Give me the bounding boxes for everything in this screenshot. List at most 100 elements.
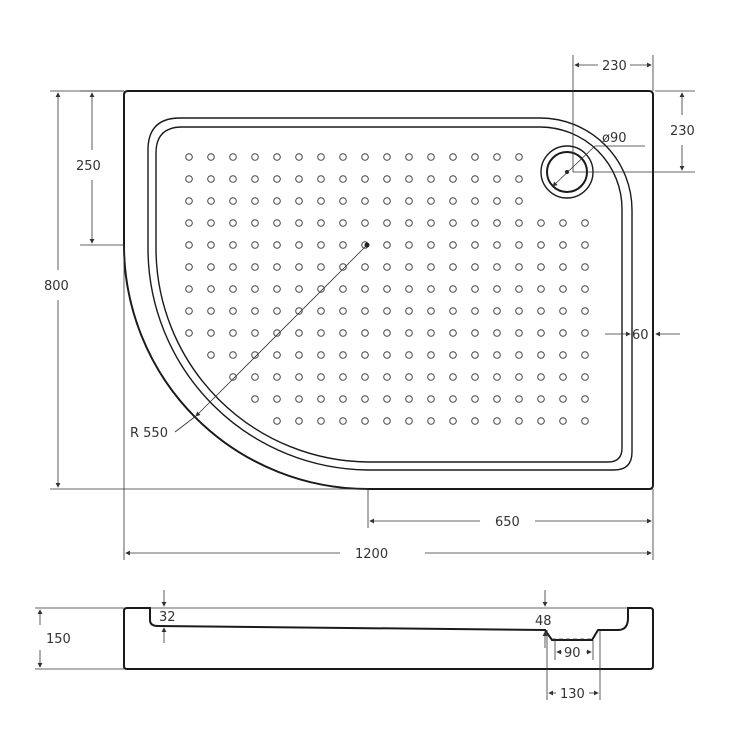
anti-slip-dot: [339, 153, 347, 161]
anti-slip-dot: [383, 329, 391, 337]
anti-slip-dot: [427, 351, 435, 359]
anti-slip-dot: [229, 263, 237, 271]
anti-slip-dot: [251, 241, 259, 249]
dim-floor-left: 32: [159, 610, 176, 625]
anti-slip-dot: [361, 417, 369, 425]
anti-slip-dot: [493, 175, 501, 183]
anti-slip-dot: [515, 197, 523, 205]
anti-slip-dot: [251, 153, 259, 161]
anti-slip-dot: [515, 417, 523, 425]
anti-slip-dot: [559, 395, 567, 403]
anti-slip-dot: [339, 329, 347, 337]
dim-floor-right: 48: [535, 614, 552, 629]
anti-slip-dot: [317, 417, 325, 425]
anti-slip-dot: [405, 175, 413, 183]
anti-slip-dot: [449, 417, 457, 425]
dim-drain-inner: 90: [564, 646, 581, 661]
anti-slip-dot: [427, 263, 435, 271]
anti-slip-dot: [559, 285, 567, 293]
anti-slip-dot: [537, 263, 545, 271]
anti-slip-dot: [383, 219, 391, 227]
anti-slip-dot: [471, 197, 479, 205]
anti-slip-dot: [537, 285, 545, 293]
anti-slip-dot: [427, 395, 435, 403]
anti-slip-dot: [273, 285, 281, 293]
anti-slip-dot: [317, 263, 325, 271]
anti-slip-dot: [405, 197, 413, 205]
anti-slip-dot: [273, 241, 281, 249]
anti-slip-dot: [427, 307, 435, 315]
anti-slip-dot: [405, 307, 413, 315]
dim-drain-outer: 130: [560, 687, 585, 702]
anti-slip-dot: [383, 175, 391, 183]
anti-slip-dot: [273, 351, 281, 359]
anti-slip-dot: [405, 351, 413, 359]
anti-slip-dot: [515, 395, 523, 403]
anti-slip-dot: [185, 175, 193, 183]
anti-slip-dot: [515, 263, 523, 271]
anti-slip-dot: [273, 175, 281, 183]
anti-slip-dot: [207, 285, 215, 293]
anti-slip-dot: [185, 241, 193, 249]
anti-slip-dot: [405, 241, 413, 249]
anti-slip-dot: [405, 263, 413, 271]
anti-slip-dot: [405, 417, 413, 425]
anti-slip-dot: [295, 351, 303, 359]
anti-slip-dot: [339, 219, 347, 227]
anti-slip-dot: [471, 285, 479, 293]
anti-slip-dot: [427, 241, 435, 249]
anti-slip-dots: [185, 153, 589, 425]
anti-slip-dot: [295, 241, 303, 249]
anti-slip-dot: [295, 417, 303, 425]
anti-slip-dot: [471, 241, 479, 249]
anti-slip-dot: [515, 175, 523, 183]
anti-slip-dot: [361, 285, 369, 293]
anti-slip-dot: [207, 351, 215, 359]
anti-slip-dot: [427, 175, 435, 183]
anti-slip-dot: [229, 241, 237, 249]
anti-slip-dot: [339, 241, 347, 249]
anti-slip-dot: [449, 285, 457, 293]
anti-slip-dot: [559, 263, 567, 271]
anti-slip-dot: [207, 241, 215, 249]
anti-slip-dot: [295, 285, 303, 293]
anti-slip-dot: [515, 329, 523, 337]
anti-slip-dot: [471, 153, 479, 161]
anti-slip-dot: [449, 395, 457, 403]
anti-slip-dot: [449, 241, 457, 249]
anti-slip-dot: [229, 197, 237, 205]
anti-slip-dot: [471, 395, 479, 403]
anti-slip-dot: [361, 263, 369, 271]
dim-length: 1200: [355, 547, 388, 562]
anti-slip-dot: [185, 197, 193, 205]
anti-slip-dot: [493, 219, 501, 227]
anti-slip-dot: [361, 219, 369, 227]
anti-slip-dot: [493, 417, 501, 425]
anti-slip-dot: [581, 263, 589, 271]
anti-slip-dot: [449, 307, 457, 315]
anti-slip-dot: [427, 373, 435, 381]
anti-slip-dot: [581, 417, 589, 425]
rim-inner: [155, 126, 623, 463]
anti-slip-dot: [229, 153, 237, 161]
anti-slip-dot: [229, 219, 237, 227]
anti-slip-dot: [273, 373, 281, 381]
anti-slip-dot: [493, 241, 501, 249]
anti-slip-dot: [229, 329, 237, 337]
anti-slip-dot: [537, 373, 545, 381]
anti-slip-dot: [383, 351, 391, 359]
anti-slip-dot: [361, 395, 369, 403]
anti-slip-dot: [471, 417, 479, 425]
anti-slip-dot: [251, 219, 259, 227]
anti-slip-dot: [295, 219, 303, 227]
anti-slip-dot: [515, 241, 523, 249]
anti-slip-dot: [449, 153, 457, 161]
anti-slip-dot: [207, 219, 215, 227]
dim-depth: 800: [44, 279, 69, 294]
dim-radius: R 550: [130, 426, 168, 441]
anti-slip-dot: [339, 175, 347, 183]
anti-slip-dot: [339, 263, 347, 271]
anti-slip-dot: [515, 307, 523, 315]
anti-slip-dot: [317, 307, 325, 315]
